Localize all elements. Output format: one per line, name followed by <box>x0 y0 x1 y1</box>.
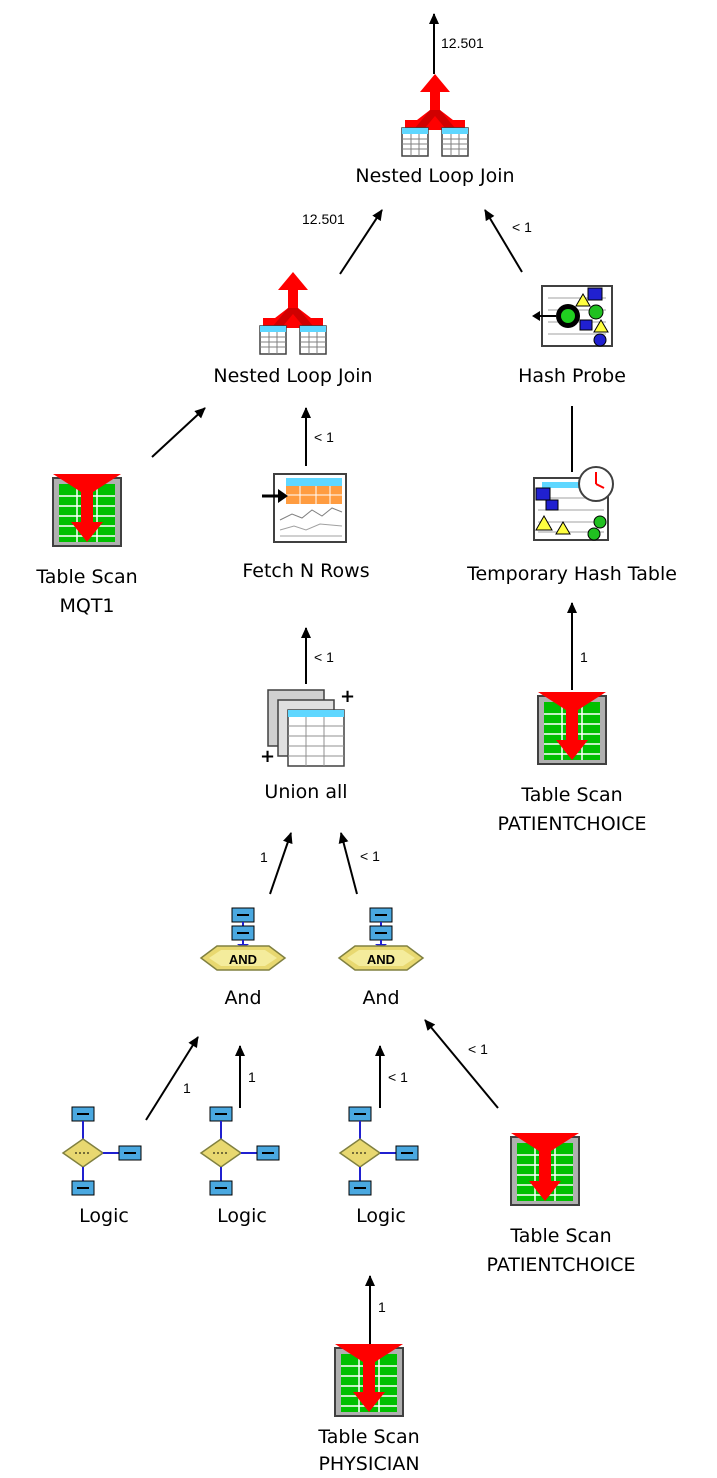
node-sublabel: PATIENTCHOICE <box>486 1254 635 1276</box>
table-scan-icon <box>334 1343 404 1417</box>
node-label: Logic <box>217 1205 267 1227</box>
node-label: Fetch N Rows <box>242 560 369 582</box>
edge-hash-probe-to-top <box>484 209 523 273</box>
node-label: Table Scan <box>509 1225 611 1247</box>
node-logic-3[interactable]: Logic <box>339 1106 419 1227</box>
nested-loop-join-icon <box>260 272 326 354</box>
node-union-all[interactable]: Union all <box>259 685 356 803</box>
node-table-scan-mqt1[interactable]: Table Scan MQT1 <box>35 473 138 617</box>
edge-label-hash-probe-to-top: < 1 <box>512 219 532 235</box>
edge-label-logic1-to-and1: 1 <box>183 1080 191 1096</box>
logic-icon <box>62 1106 142 1196</box>
temporary-hash-table-icon <box>533 466 614 541</box>
logic-icon <box>339 1106 419 1196</box>
edge-label-logic3-to-and2: < 1 <box>388 1069 408 1085</box>
node-nested-loop-join-top[interactable]: Nested Loop Join <box>355 74 515 187</box>
edge-label-pc2-to-and2: < 1 <box>468 1041 488 1057</box>
table-scan-icon <box>510 1132 580 1206</box>
edge-label-logic2-to-and1: 1 <box>248 1069 256 1085</box>
edge-pc2-to-and2 <box>424 1019 499 1109</box>
edge-label-physician-to-logic3: 1 <box>378 1299 386 1315</box>
node-sublabel: PHYSICIAN <box>318 1453 419 1475</box>
edge-label-and1-to-union: 1 <box>260 849 268 865</box>
node-label: Table Scan <box>520 784 622 806</box>
node-label: Table Scan <box>317 1426 419 1448</box>
node-table-scan-physician[interactable]: Table Scan PHYSICIAN <box>317 1343 420 1475</box>
node-table-scan-patientchoice-2[interactable]: Table Scan PATIENTCHOICE <box>486 1132 636 1276</box>
edge-label-pc1-to-temp-hash: 1 <box>580 649 588 665</box>
node-label: Table Scan <box>35 566 137 588</box>
and-badge: AND <box>367 952 395 967</box>
node-and-2[interactable]: AND And <box>338 907 424 1009</box>
edge-label-output: 12.501 <box>441 35 484 51</box>
node-fetch-n-rows[interactable]: Fetch N Rows <box>242 472 370 582</box>
hash-probe-icon <box>531 285 613 347</box>
node-label: Hash Probe <box>518 365 626 387</box>
node-sublabel: MQT1 <box>59 595 114 617</box>
union-all-icon <box>259 685 356 768</box>
node-hash-probe[interactable]: Hash Probe <box>518 285 626 387</box>
node-label: Temporary Hash Table <box>466 563 677 585</box>
edge-and1-to-union <box>269 832 293 895</box>
table-scan-icon <box>537 691 607 765</box>
node-label: And <box>362 987 399 1009</box>
edge-nlj-mid-to-top <box>339 209 383 275</box>
node-and-1[interactable]: AND And <box>200 907 286 1009</box>
table-scan-icon <box>52 473 122 547</box>
node-label: And <box>224 987 261 1009</box>
logic-icon <box>200 1106 280 1196</box>
node-label: Nested Loop Join <box>355 165 514 187</box>
edge-mqt1-to-nlj-mid <box>151 407 206 458</box>
fetch-n-rows-icon <box>260 472 348 544</box>
node-sublabel: PATIENTCHOICE <box>497 813 646 835</box>
node-nested-loop-join-mid[interactable]: Nested Loop Join <box>213 272 373 387</box>
edge-logic1-to-and1 <box>145 1036 199 1121</box>
node-temporary-hash-table[interactable]: Temporary Hash Table <box>466 466 677 585</box>
node-label: Union all <box>264 781 347 803</box>
edge-label-fetch-to-nlj-mid: < 1 <box>314 429 334 445</box>
edge-label-and2-to-union: < 1 <box>360 848 380 864</box>
node-label: Nested Loop Join <box>213 365 372 387</box>
node-label: Logic <box>356 1205 406 1227</box>
edge-label-union-to-fetch: < 1 <box>314 649 334 665</box>
edges: 12.501 12.501 < 1 < 1 1 < 1 1 < 1 1 1 < … <box>145 13 588 1350</box>
node-table-scan-patientchoice-1[interactable]: Table Scan PATIENTCHOICE <box>497 691 647 835</box>
and-badge: AND <box>229 952 257 967</box>
nested-loop-join-icon <box>402 74 468 156</box>
edge-label-nlj-mid-to-top: 12.501 <box>302 211 345 227</box>
edge-and2-to-union <box>338 832 358 895</box>
node-label: Logic <box>79 1205 129 1227</box>
node-logic-1[interactable]: Logic <box>62 1106 142 1227</box>
node-logic-2[interactable]: Logic <box>200 1106 280 1227</box>
